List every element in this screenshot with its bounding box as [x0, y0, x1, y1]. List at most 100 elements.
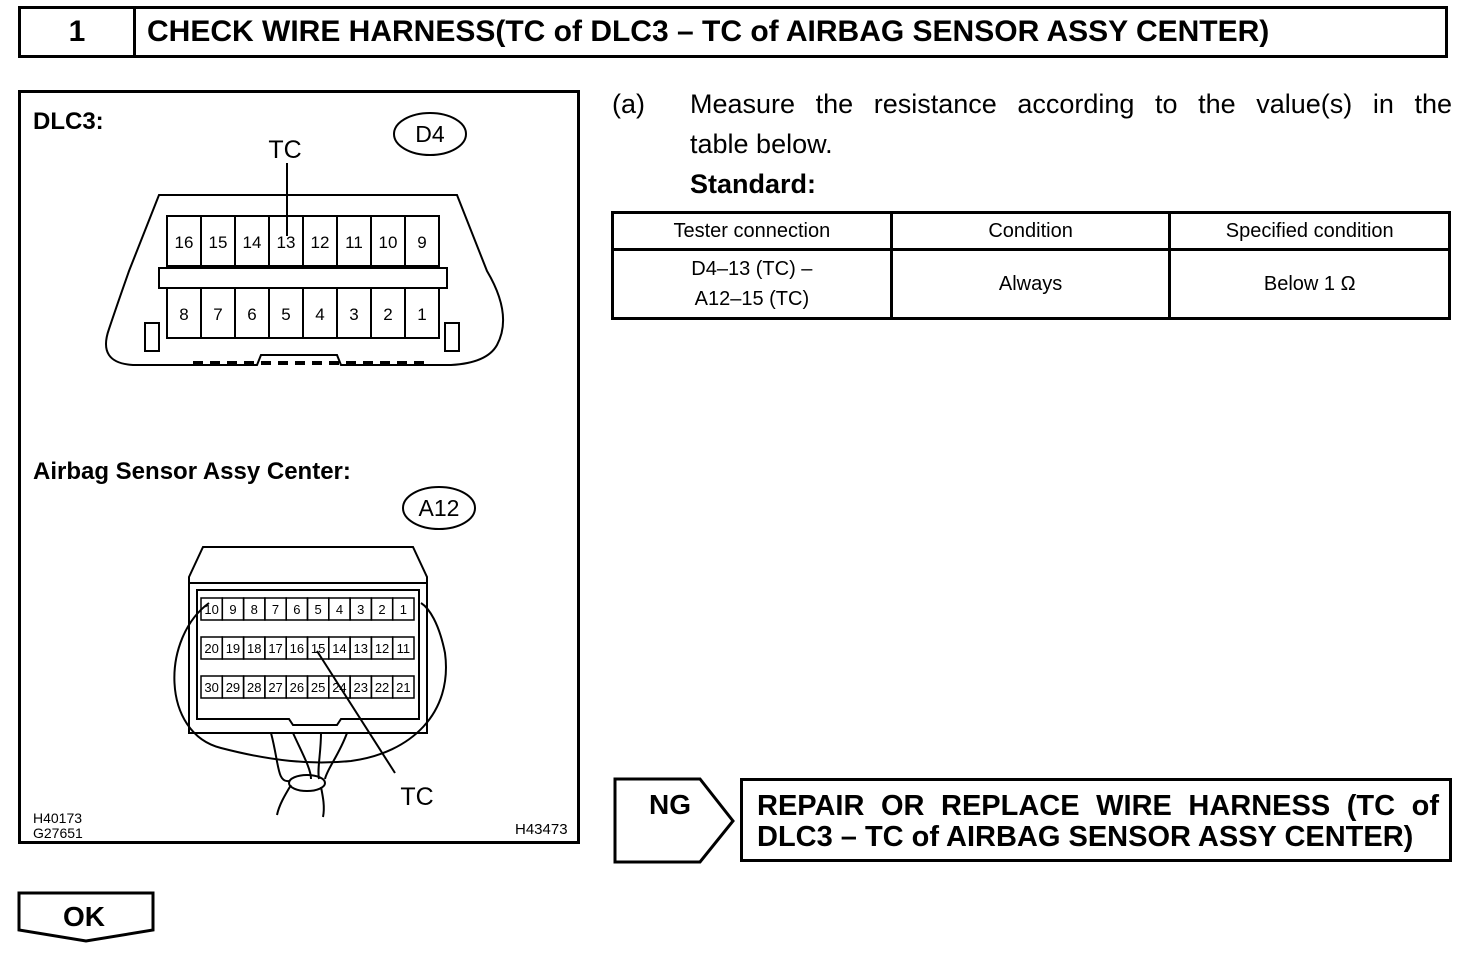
airbag-pin-number: 19 [226, 641, 240, 656]
airbag-pin-number: 4 [336, 602, 343, 617]
airbag-cable-bundle [288, 774, 326, 792]
airbag-pin-number: 14 [332, 641, 346, 656]
dlc3-pin-cell [404, 215, 440, 267]
airbag-pin-number: 1 [400, 602, 407, 617]
ng-label: NG [649, 789, 691, 820]
airbag-pin-number: 20 [204, 641, 218, 656]
dlc3-pin-number: 6 [247, 305, 256, 324]
cell-condition: Always [889, 248, 1172, 320]
dlc3-pin-number: 13 [277, 233, 296, 252]
airbag-pin-number: 28 [247, 680, 261, 695]
dlc3-pin-number: 3 [349, 305, 358, 324]
airbag-tc-leader [316, 650, 396, 774]
airbag-pin-number: 10 [204, 602, 218, 617]
connection-line-1: D4–13 (TC) – [691, 258, 813, 280]
airbag-pin-number: 7 [272, 602, 279, 617]
dlc3-pin-number: 4 [315, 305, 324, 324]
dlc3-center-bar [158, 267, 448, 289]
ng-arrow[interactable]: NG [612, 776, 738, 866]
ng-arrow-shape [613, 777, 735, 864]
airbag-pin-number: 30 [204, 680, 218, 695]
airbag-pin-number: 13 [354, 641, 368, 656]
ref-code-left-1: H40173 [33, 810, 82, 826]
dlc3-id-oval [393, 112, 467, 156]
spec-table: Tester connection Condition Specified co… [611, 211, 1451, 320]
airbag-pin-number: 18 [247, 641, 261, 656]
airbag-pin-number: 8 [251, 602, 258, 617]
dlc3-pin-number: 8 [179, 305, 188, 324]
cell-specified: Below 1 Ω [1168, 248, 1451, 320]
dlc3-label: DLC3: [33, 108, 104, 135]
airbag-cable-out-2 [320, 786, 325, 818]
dlc3-tc-label: TC [268, 136, 301, 164]
dlc3-latch-right [444, 322, 460, 352]
dlc3-latch-left [144, 322, 160, 352]
airbag-pin-number: 11 [397, 641, 411, 656]
airbag-pin-cell [391, 636, 415, 660]
dlc3-pin-number: 9 [417, 233, 426, 252]
ref-code-left-2: G27651 [33, 825, 83, 841]
airbag-pin-number: 3 [357, 602, 364, 617]
ng-result-line-1: REPAIR OR REPLACE WIRE HARNESS (TC of [757, 790, 1439, 822]
airbag-pin-number: 17 [268, 641, 282, 656]
airbag-pin-number: 9 [229, 602, 236, 617]
header-tester-connection: Tester connection [611, 211, 893, 251]
airbag-pin-number: 15 [311, 641, 325, 656]
dlc3-pin-cell [404, 287, 440, 339]
airbag-cable-3 [317, 732, 322, 780]
airbag-pin-number: 27 [268, 680, 282, 695]
airbag-id-oval [402, 486, 476, 530]
airbag-pin-number: 16 [290, 641, 304, 656]
airbag-pin-number: 25 [311, 680, 325, 695]
instruction-line-2: table below. [690, 129, 833, 159]
airbag-connector-id: A12 [419, 495, 460, 521]
step-number: 1 [21, 9, 136, 55]
airbag-pin-number: 21 [396, 680, 410, 695]
ng-result-line-2: DLC3 – TC of AIRBAG SENSOR ASSY CENTER) [757, 821, 1414, 853]
dlc3-pin-number: 10 [379, 233, 398, 252]
airbag-pin-cell [391, 597, 415, 621]
dlc3-shell [105, 194, 505, 366]
airbag-cable-out-1 [276, 784, 292, 816]
header-condition: Condition [889, 211, 1172, 251]
connection-line-2: A12–15 (TC) [694, 288, 810, 310]
airbag-cable-1 [270, 732, 290, 783]
ng-result-box: REPAIR OR REPLACE WIRE HARNESS (TC of DL… [740, 778, 1452, 862]
airbag-face [196, 589, 420, 726]
step-header: 1 CHECK WIRE HARNESS(TC of DLC3 – TC of … [18, 6, 1448, 58]
airbag-pin-number: 26 [290, 680, 304, 695]
dlc3-pin-number: 7 [213, 305, 222, 324]
airbag-pin-number: 23 [354, 680, 368, 695]
dlc3-pin-number: 15 [209, 233, 228, 252]
dlc3-pin-number: 2 [383, 305, 392, 324]
ok-label: OK [63, 901, 105, 932]
dlc3-pin-number: 12 [311, 233, 330, 252]
standard-label: Standard: [690, 169, 817, 199]
dlc3-pin-number: 11 [345, 233, 363, 252]
airbag-pin-number: 29 [226, 680, 240, 695]
airbag-pin-number: 12 [375, 641, 389, 656]
header-specified-condition: Specified condition [1168, 211, 1451, 251]
airbag-housing [188, 546, 428, 584]
ok-button[interactable]: OK [16, 890, 158, 944]
dlc3-connector-id: D4 [415, 121, 445, 147]
airbag-pin-number: 2 [378, 602, 385, 617]
airbag-pin-cell [391, 675, 415, 699]
airbag-wire-loop [173, 602, 447, 764]
instruction-line-1: Measure the resistance according to the … [690, 89, 1452, 119]
step-title: CHECK WIRE HARNESS(TC of DLC3 – TC of AI… [147, 15, 1270, 48]
airbag-pin-number: 5 [315, 602, 322, 617]
airbag-cable-4 [324, 732, 348, 780]
airbag-pin-number: 6 [293, 602, 300, 617]
dlc3-pin-number: 5 [281, 305, 290, 324]
airbag-tc-label: TC [400, 783, 433, 811]
airbag-cable-2 [292, 732, 312, 780]
airbag-body [188, 582, 428, 734]
table-header-row: Tester connection Condition Specified co… [611, 211, 1451, 251]
table-row: D4–13 (TC) – A12–15 (TC) Always Below 1 … [611, 248, 1451, 320]
dlc3-pin-number: 16 [175, 233, 194, 252]
